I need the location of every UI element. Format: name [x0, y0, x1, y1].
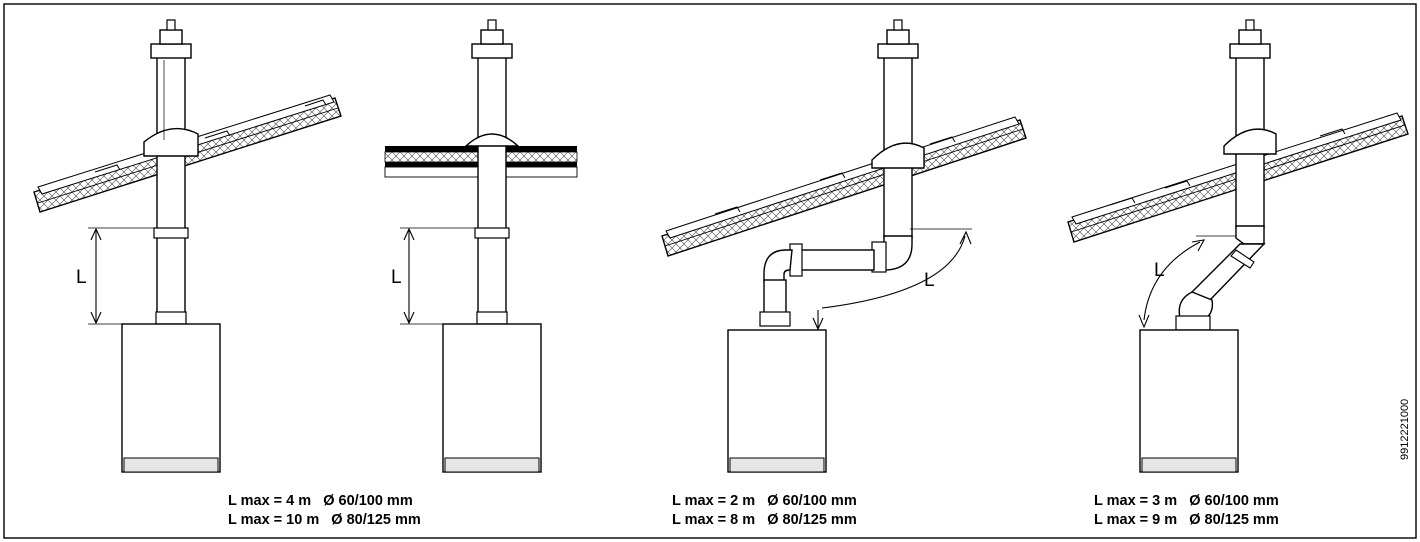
boiler-unit: [727, 329, 827, 473]
caption-group-4: L max = 3 m Ø 60/100 mm L max = 9 m Ø 80…: [1094, 493, 1279, 528]
diagram-pitched-roof-offset: L: [661, 19, 1027, 473]
caption-line: L max = 3 m Ø 60/100 mm: [1094, 493, 1279, 509]
roof-section: [661, 116, 1027, 257]
caption-line: L max = 4 m Ø 60/100 mm: [228, 493, 413, 509]
diagram-pitched-roof-vertical: L: [33, 19, 342, 473]
flue-pipe: [143, 19, 199, 325]
caption-line: L max = 9 m Ø 80/125 mm: [1094, 512, 1279, 528]
dimension-marker: L: [1138, 235, 1236, 329]
dimension-marker: L: [391, 227, 478, 325]
caption-line: L max = 8 m Ø 80/125 mm: [672, 512, 857, 528]
dimension-label: L: [391, 267, 402, 288]
boiler-unit: [442, 323, 542, 473]
diagram-pitched-roof-angled: L: [1067, 19, 1409, 473]
caption-line: L max = 10 m Ø 80/125 mm: [228, 512, 421, 528]
boiler-unit: [121, 323, 221, 473]
boiler-unit: [1139, 329, 1239, 473]
caption-group-1: L max = 4 m Ø 60/100 mm L max = 10 m Ø 8…: [228, 493, 421, 528]
dimension-label: L: [1154, 260, 1165, 281]
dimension-marker: L: [812, 228, 972, 331]
caption-group-3: L max = 2 m Ø 60/100 mm L max = 8 m Ø 80…: [672, 493, 857, 528]
dimension-label: L: [924, 270, 935, 291]
caption-line: L max = 2 m Ø 60/100 mm: [672, 493, 857, 509]
figure-border: [3, 3, 1417, 539]
flue-pipe: [1175, 19, 1277, 331]
dimension-marker: L: [76, 227, 160, 325]
dimension-label: L: [76, 267, 87, 288]
flue-pipe: [759, 19, 925, 327]
drawing-reference-code: 9912221000: [1399, 399, 1411, 460]
diagram-flat-roof-vertical: L: [384, 19, 578, 473]
